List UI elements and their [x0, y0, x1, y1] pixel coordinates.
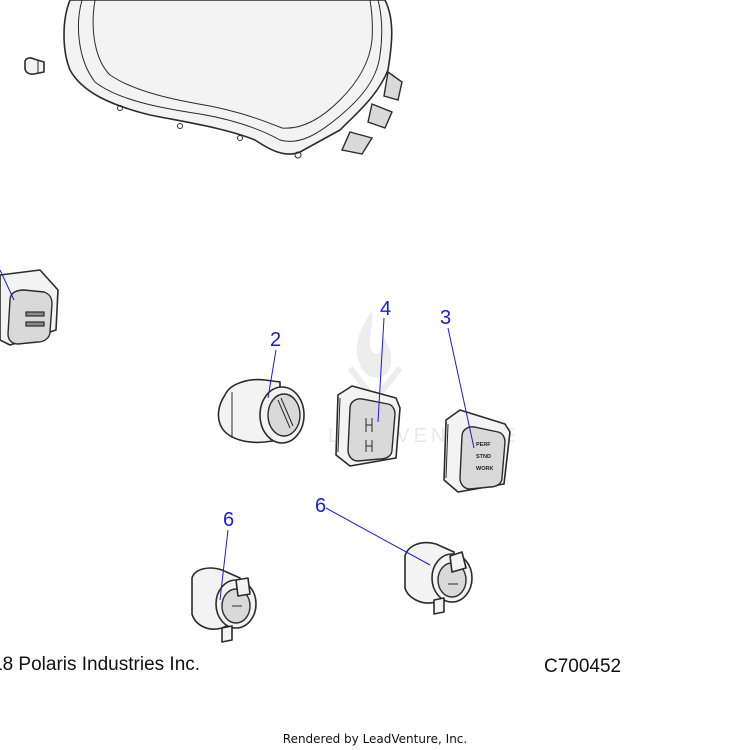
mode-switch-part-3: PERF STND WORK: [443, 409, 511, 493]
callout-4: 4: [380, 298, 391, 320]
flame-logo-icon: [356, 310, 392, 378]
callout-6-left: 6: [223, 509, 234, 531]
rendered-by-text: Rendered by LeadVenture, Inc.: [282, 732, 468, 746]
instrument-cluster: [63, 0, 403, 159]
switch-label-perf: PERF: [476, 442, 491, 448]
callout-2: 2: [270, 329, 281, 351]
diagram-code: C700452: [544, 656, 622, 677]
leader-4: [377, 317, 385, 423]
callout-6-right: 6: [315, 495, 326, 517]
copyright-text: 18 Polaris Industries Inc.: [0, 654, 201, 675]
callout-3: 3: [440, 307, 451, 329]
leader-3: [447, 327, 475, 449]
rocker-switch-left: [0, 269, 59, 346]
leader-6-right: [325, 507, 431, 566]
leader-6-left: [219, 529, 229, 601]
switch-label-stnd: STND: [476, 454, 491, 460]
rotary-knob-part-2: [217, 378, 305, 444]
rocker-switch-part-4: [335, 385, 401, 467]
cluster-screw: [24, 57, 45, 75]
leader-2: [267, 349, 277, 399]
power-outlet-part-6-right: [404, 541, 473, 615]
power-outlet-part-6-left: [191, 567, 257, 643]
switch-label-work: WORK: [476, 466, 493, 472]
